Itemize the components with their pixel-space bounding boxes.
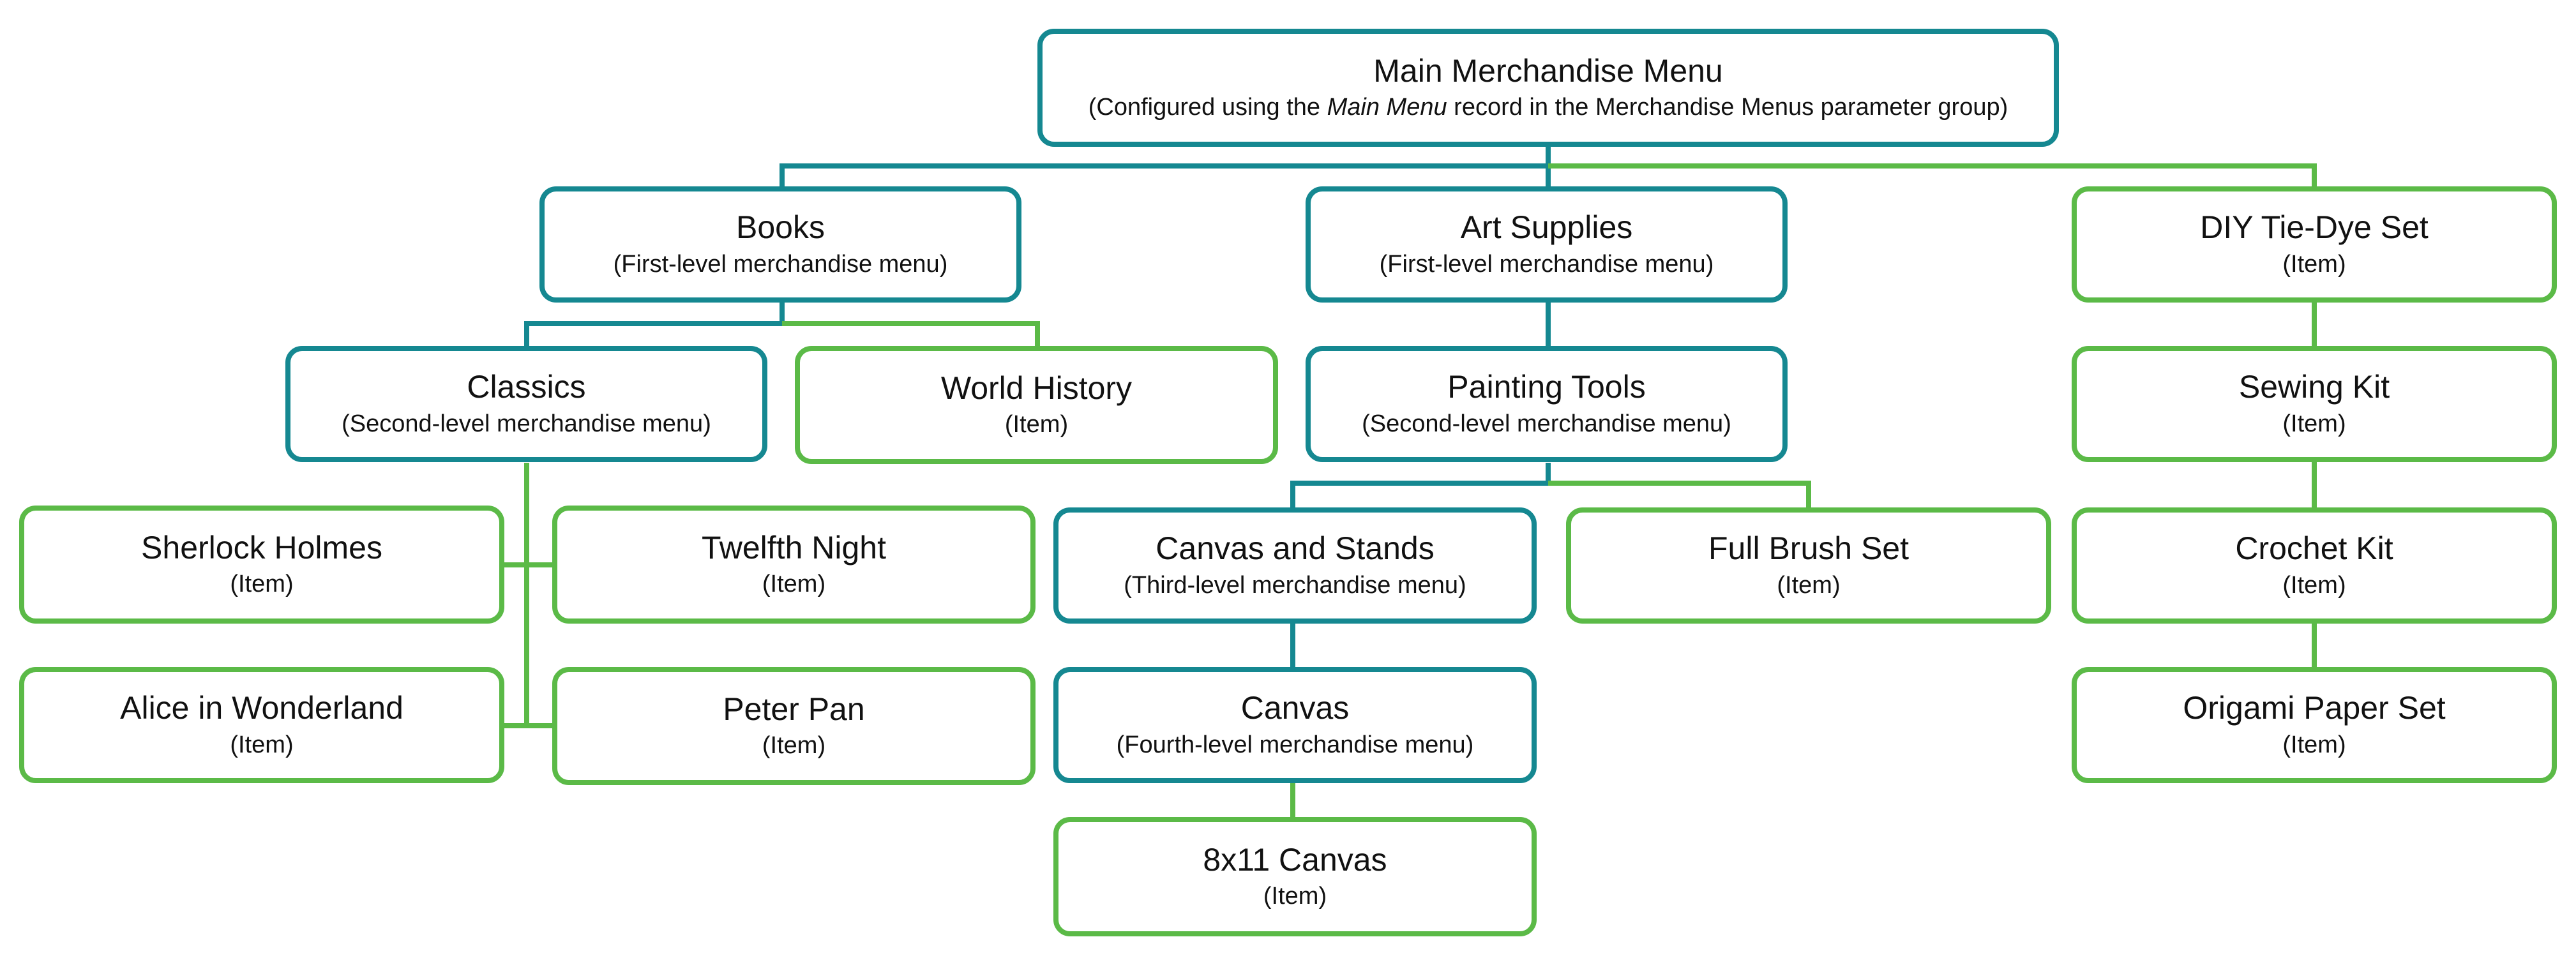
node-main-merchandise-menu: Main Merchandise Menu (Configured using … [1037,29,2059,147]
node-twelfth-night: Twelfth Night (Item) [552,506,1036,624]
node-subtitle: (Item) [2282,410,2346,437]
node-subtitle: (Item) [762,571,826,598]
node-subtitle: (Second-level merchandise menu) [1362,410,1731,437]
node-canvas: Canvas (Fourth-level merchandise menu) [1053,667,1537,783]
node-books: Books (First-level merchandise menu) [539,186,1021,303]
node-title: Art Supplies [1460,209,1633,246]
connector-books-world [782,321,1040,348]
node-title: Sherlock Holmes [141,529,382,566]
node-subtitle: (Item) [1777,571,1841,599]
node-8x11-canvas: 8x11 Canvas (Item) [1053,817,1537,936]
node-subtitle: (Item) [2282,571,2346,599]
connector-main-books [780,146,1551,188]
node-subtitle: (First-level merchandise menu) [613,250,948,278]
connector-main-diy [1548,163,2317,188]
node-subtitle: (First-level merchandise menu) [1379,250,1714,278]
node-subtitle: (Configured using the Main Menu record i… [1088,94,2008,121]
node-peter-pan: Peter Pan (Item) [552,667,1036,785]
node-title: Books [736,209,825,246]
node-subtitle: (Item) [230,731,294,758]
node-sewing-kit: Sewing Kit (Item) [2072,346,2557,462]
node-painting-tools: Painting Tools (Second-level merchandise… [1306,346,1788,462]
node-sherlock-holmes: Sherlock Holmes (Item) [19,506,504,624]
node-classics: Classics (Second-level merchandise menu) [285,346,767,462]
connector-classics-items [504,463,552,728]
node-art-supplies: Art Supplies (First-level merchandise me… [1306,186,1788,303]
node-origami-paper-set: Origami Paper Set (Item) [2072,667,2557,783]
node-title: Alice in Wonderland [120,690,403,726]
node-title: Main Merchandise Menu [1373,52,1723,89]
node-title: Painting Tools [1447,369,1646,405]
node-title: Twelfth Night [701,529,886,566]
node-title: Canvas and Stands [1156,530,1435,567]
node-title: DIY Tie-Dye Set [2200,209,2429,246]
node-title: Peter Pan [723,691,865,727]
connector-books-classics [524,301,785,348]
node-title: Origami Paper Set [2183,690,2446,726]
node-subtitle: (Item) [1263,883,1327,910]
node-title: 8x11 Canvas [1203,841,1387,878]
connector-painting-brush [1548,481,1811,509]
node-crochet-kit: Crochet Kit (Item) [2072,507,2557,624]
node-alice-in-wonderland: Alice in Wonderland (Item) [19,667,504,783]
node-subtitle: (Item) [2282,731,2346,758]
node-diy-tie-dye-set: DIY Tie-Dye Set (Item) [2072,186,2557,303]
node-subtitle: (Item) [230,571,294,598]
node-subtitle: (Second-level merchandise menu) [342,410,711,437]
connector-painting-canvas-stands [1290,463,1551,509]
node-canvas-and-stands: Canvas and Stands (Third-level merchandi… [1053,507,1537,624]
node-title: Crochet Kit [2235,530,2393,567]
node-subtitle: (Fourth-level merchandise menu) [1116,731,1474,758]
node-title: Sewing Kit [2238,369,2390,405]
node-title: Classics [467,369,586,405]
node-subtitle: (Item) [2282,250,2346,278]
node-title: Canvas [1240,690,1350,726]
node-subtitle: (Third-level merchandise menu) [1124,571,1466,599]
node-subtitle: (Item) [762,732,826,760]
node-world-history: World History (Item) [795,346,1278,464]
node-subtitle: (Item) [1004,411,1069,439]
node-title: World History [940,370,1133,406]
node-title: Full Brush Set [1708,530,1909,567]
node-full-brush-set: Full Brush Set (Item) [1566,507,2051,624]
